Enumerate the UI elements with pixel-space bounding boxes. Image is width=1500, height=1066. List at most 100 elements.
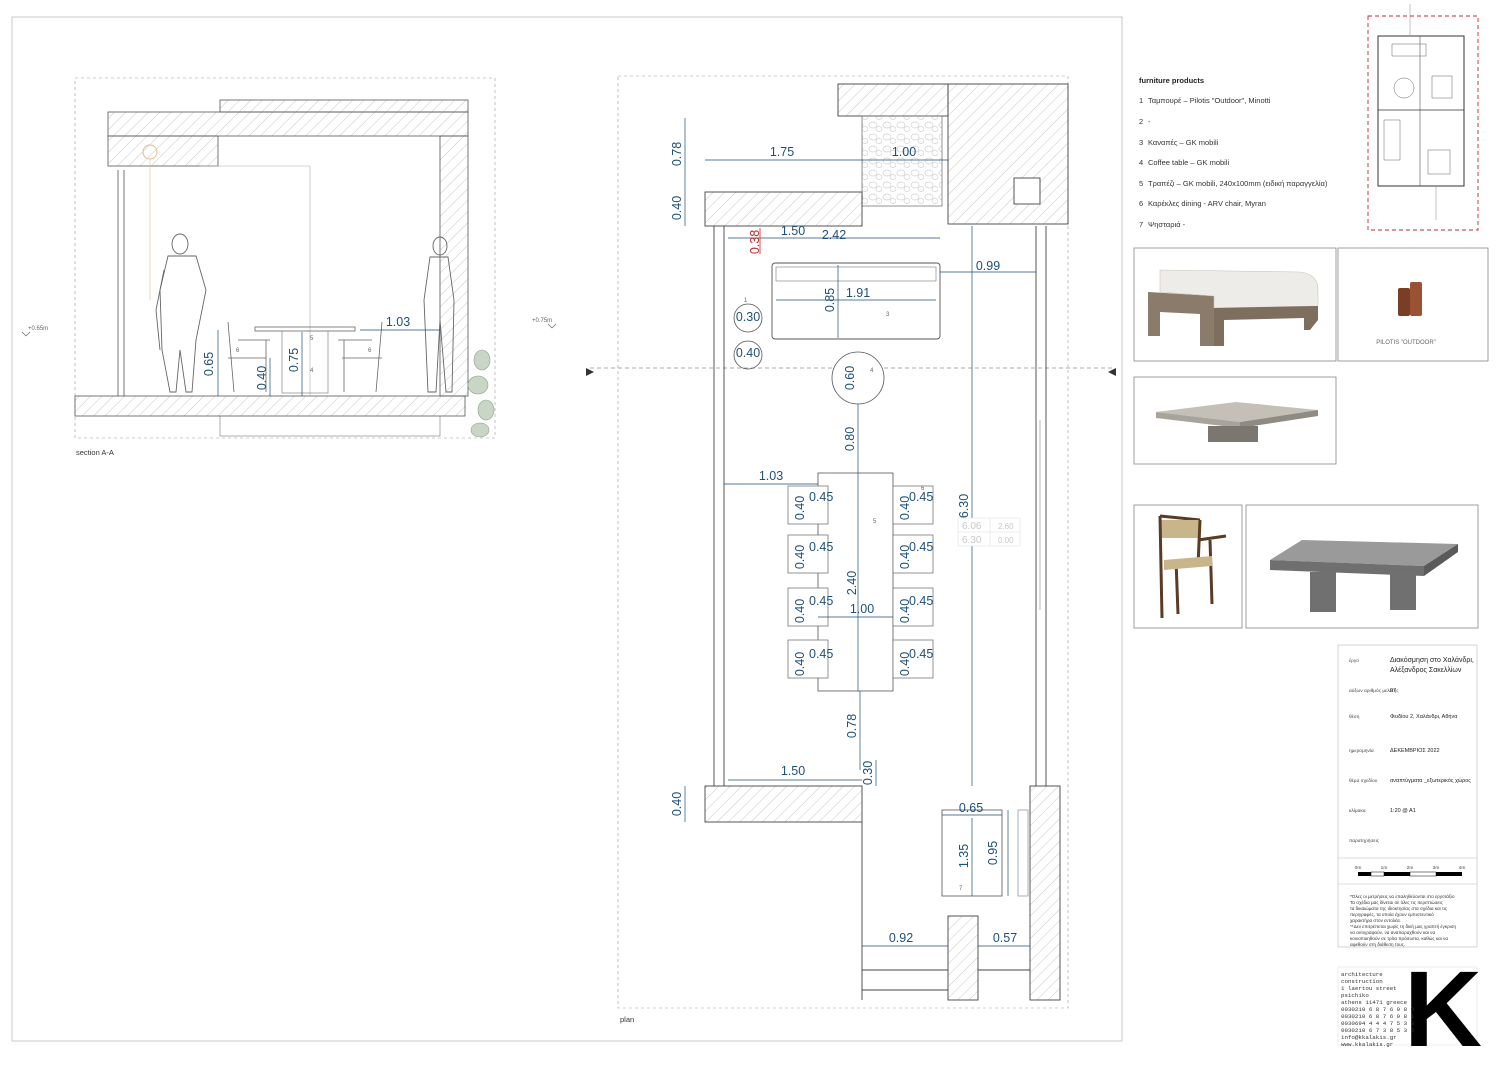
product-dining-table-image (1245, 504, 1479, 629)
plan-level-table: 6.06 2.60 6.30 0.00 (957, 517, 1021, 547)
tb-number-value: 97 (1390, 688, 1396, 694)
section-boundary (74, 77, 496, 439)
tb-address-label: θέση (1349, 713, 1360, 720)
plan-dim-0-40-stool: 0.40 (736, 346, 760, 360)
chair-dim-w-8: 0.45 (909, 647, 933, 661)
furniture-item-7-num: 7 (1139, 220, 1143, 229)
tb-note-6: **Δεν επιτρέπεται χωρίς τη δική μας γραπ… (1350, 923, 1457, 929)
planting-icon (467, 349, 495, 438)
level-r1a: 6.06 (962, 521, 982, 532)
product-coffee-table-image (1133, 376, 1337, 465)
plan-dining-table (817, 472, 894, 692)
pilotis-caption: PILOTIS "OUTDOOR" (1376, 340, 1436, 346)
tb-scale-label: κλίμακα (1349, 808, 1366, 814)
logo-line-6: 0030210 6 8 7 6 9 8 0 (1341, 1006, 1415, 1013)
plan-bottom-wall-stub (947, 915, 979, 1001)
plan-stool-2-icon (733, 340, 763, 370)
section-roof-slab (107, 111, 469, 137)
chair-dim-w-1: 0.45 (809, 490, 833, 504)
plan-coffee-table (831, 351, 885, 405)
plan-stone-floor (861, 115, 943, 207)
chair-dim-d-3: 0.40 (793, 545, 807, 569)
section-floor-slab (74, 395, 466, 417)
chair-dim-w-3: 0.45 (809, 540, 833, 554)
plan-dim-1-35: 1.35 (957, 844, 971, 868)
furniture-item-5-num: 5 (1139, 179, 1143, 188)
plan-bottom-left-wall (704, 785, 863, 823)
furniture-item-6-num: 6 (1139, 199, 1143, 208)
logo-line-10: info@kkalakis.gr (1341, 1034, 1397, 1041)
level-r2b: 0.00 (998, 536, 1014, 545)
furniture-item-3: Καναπές – GK mobili (1148, 138, 1219, 147)
chair-dim-w-6: 0.45 (909, 594, 933, 608)
plan-dim-0-65: 0.65 (959, 801, 983, 815)
tb-address-value: Φειδίου 2, Χαλάνδρι, Αθήνα (1390, 713, 1458, 720)
furniture-item-6: Καρέκλες dining - ARV chair, Myran (1148, 199, 1266, 208)
chair-dim-w-2: 0.45 (909, 490, 933, 504)
section-caption: section A-A (76, 448, 114, 457)
tb-date-value: ΔΕΚΕΜΒΡΙΟΣ 2022 (1390, 748, 1440, 754)
plan-dim-1-75: 1.75 (770, 145, 794, 159)
section-tag-5: 5 (310, 336, 314, 342)
tb-subject-label: θέμα σχεδίου (1349, 777, 1378, 784)
section-dim-0-40: 0.40 (255, 366, 269, 390)
scale-1: 1m (1381, 865, 1388, 871)
scale-bar: 0m 1m 2m 3m 4m (1355, 865, 1465, 877)
plan-dim-1-91: 1.91 (846, 286, 870, 300)
chair-dim-d-6: 0.40 (898, 599, 912, 623)
plan-left-beam (704, 191, 863, 227)
chair-dim-w-5: 0.45 (809, 594, 833, 608)
section-lower-slab (219, 415, 441, 437)
tb-number-label: αύξων αριθμός μελέτης (1349, 687, 1399, 694)
tb-subject-value: αναπτύγματα _εξωτερικός χώρος (1390, 777, 1471, 784)
plan-tag-6: 6 (921, 486, 925, 492)
section-a-a: 1.03 0.65 0.75 0.40 5 4 6 6 +0.65m +0.75… (21, 77, 557, 457)
section-level-right: +0.75m (532, 318, 552, 324)
section-level-left: +0.65m (28, 326, 48, 332)
furniture-item-2: - (1148, 117, 1151, 126)
scale-0: 0m (1355, 865, 1362, 871)
chair-dim-d-1: 0.40 (793, 496, 807, 520)
plan-dim-1-50-top: 1.50 (781, 224, 805, 238)
logo-line-5: athens 11471 greece (1341, 999, 1408, 1006)
product-pilotis-image: PILOTIS "OUTDOOR" (1337, 247, 1489, 362)
plan-dining-chairs (787, 485, 934, 679)
plan-bottom-right-wall (1029, 785, 1061, 1001)
section-tag-4: 4 (310, 368, 314, 374)
plan-dim-top-0-78: 0.78 (670, 142, 684, 166)
plan-top-right-wall (947, 83, 1069, 225)
plan-drawing: 0.78 1.75 1.00 0.40 0.38 1.50 2.42 0.99 … (586, 75, 1116, 1024)
plan-dim-0-40-bottom: 0.40 (670, 792, 684, 816)
plan-dim-0-85: 0.85 (823, 288, 837, 312)
plan-tag-5: 5 (873, 519, 877, 525)
tb-date-label: ημερομηνία (1349, 748, 1374, 754)
furniture-item-4: Coffee table – GK mobili (1148, 158, 1229, 167)
chair-dim-w-4: 0.45 (909, 540, 933, 554)
furniture-item-5: Τραπέζι – GK mobili, 240x100mm (ειδική π… (1148, 179, 1328, 188)
chair-dim-d-7: 0.40 (793, 652, 807, 676)
tb-project-label: έργο (1349, 657, 1359, 664)
plan-dim-0-92: 0.92 (889, 931, 913, 945)
tb-scale-value: 1:20 @ A1 (1390, 808, 1416, 814)
section-beam (107, 135, 219, 167)
section-dim-1-03: 1.03 (386, 315, 410, 329)
plan-caption: plan (620, 1015, 634, 1024)
tb-note-3: τα δικαιώματα της ιδιοκτησίας στα σχέδια… (1350, 905, 1448, 911)
tb-note-7: να αντιγραφούν, να αναπαραχθούν και να (1350, 929, 1435, 935)
scale-2: 2m (1407, 865, 1414, 871)
plan-sofa (771, 262, 941, 340)
plan-stool-icon (733, 303, 763, 333)
furniture-item-2-num: 2 (1139, 117, 1143, 126)
plan-dim-top-1-00: 1.00 (892, 145, 916, 159)
tb-remarks-label: παρατηρήσεις (1349, 837, 1380, 844)
plan-dim-0-30-bottom: 0.30 (861, 761, 875, 785)
logo-line-7: 0030210 6 8 7 6 9 8 1 (1341, 1013, 1415, 1020)
plan-dim-2-42: 2.42 (822, 228, 846, 242)
tb-note-4: περιγραφές, τα οποία έχουν εμπιστευτικό (1350, 911, 1434, 917)
scale-3: 3m (1433, 865, 1440, 871)
tb-project-value-1: Διακόσμηση στο Χαλάνδρι, (1390, 656, 1474, 664)
plan-tag-7: 7 (959, 886, 963, 892)
section-tag-6b: 6 (368, 348, 372, 354)
